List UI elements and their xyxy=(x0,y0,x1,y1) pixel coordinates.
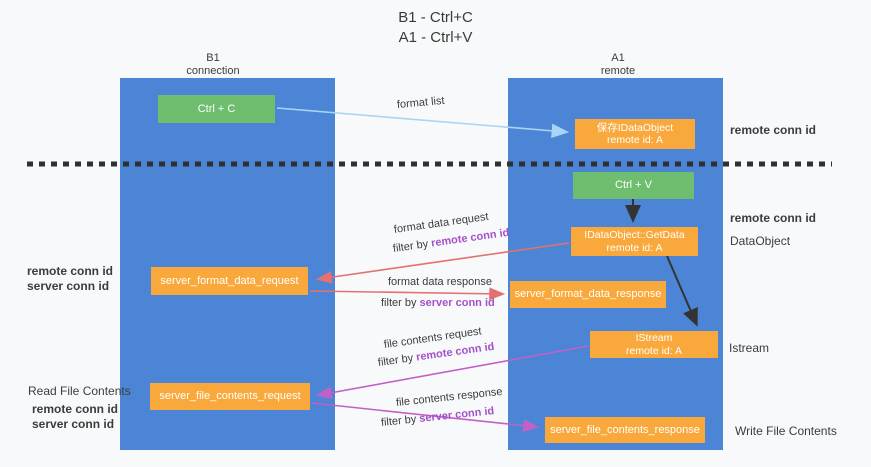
annotation-write-file-contents: Write File Contents xyxy=(735,424,837,438)
node-istream: IStream remote id: A xyxy=(590,331,718,358)
annotation-dataobject: DataObject xyxy=(730,234,791,248)
node-getdata-line1: IDataObject::GetData xyxy=(584,229,685,241)
lifeline-a1-subtitle: remote xyxy=(600,65,636,77)
node-ctrl-v-label: Ctrl + V xyxy=(615,179,652,191)
filter-by-text-3: filter by xyxy=(377,352,414,369)
annotation-left-remote-conn-id-1: remote conn id xyxy=(27,264,114,278)
filter-by-text-1: filter by xyxy=(392,238,429,255)
annotation-left-server-conn-id-2: server conn id xyxy=(32,417,115,431)
edge-label-filter-server-1: filter by server conn id xyxy=(381,297,495,309)
annotation-left-remote-conn-id-2: remote conn id xyxy=(32,402,119,416)
node-saved-idataobject-line2: remote id: A xyxy=(606,134,664,146)
diagram-title: B1 - Ctrl+C A1 - Ctrl+V xyxy=(0,8,871,48)
node-saved-idataobject: 保存IDataObject remote id: A xyxy=(575,119,695,149)
server-conn-id-text-1: server conn id xyxy=(419,297,495,309)
annotation-left-server-conn-id-1: server conn id xyxy=(27,279,110,293)
node-idataobject-getdata: IDataObject::GetData remote id: A xyxy=(571,227,698,256)
lifeline-a1-name: A1 xyxy=(611,52,625,64)
node-server-format-data-request: server_format_data_request xyxy=(151,267,308,295)
filter-by-text-2: filter by xyxy=(381,297,417,309)
node-saved-idataobject-line1: 保存IDataObject xyxy=(596,121,674,134)
node-istream-line1: IStream xyxy=(635,332,673,344)
node-getdata-line2: remote id: A xyxy=(606,241,663,254)
node-server-file-contents-response-label: server_file_contents_response xyxy=(550,423,700,436)
lifeline-header-b1: B1 connection xyxy=(153,52,273,78)
node-ctrl-c-label: Ctrl + C xyxy=(197,102,236,115)
edge-label-format-list: format list xyxy=(396,94,446,111)
lifeline-b1-subtitle: connection xyxy=(186,65,240,77)
lifeline-b1-name: B1 xyxy=(206,52,220,64)
edge-label-format-data-response: format data response xyxy=(388,276,492,288)
node-server-file-contents-request: server_file_contents_request xyxy=(150,383,310,410)
filter-by-text-4: filter by xyxy=(380,413,417,429)
node-server-format-data-response-label: server_format_data_response xyxy=(514,288,662,300)
node-ctrl-v: Ctrl + V xyxy=(573,172,694,199)
node-server-file-contents-request-label: server_file_contents_request xyxy=(159,390,301,402)
arrow-format-data-response xyxy=(309,287,506,301)
annotation-istream: Istream xyxy=(729,341,770,355)
lifeline-header-a1: A1 remote xyxy=(558,52,678,78)
server-conn-id-text-2: server conn id xyxy=(418,405,495,425)
node-istream-line2: remote id: A xyxy=(625,344,683,357)
node-ctrl-c: Ctrl + C xyxy=(158,95,275,123)
annotation-remote-conn-id-mid: remote conn id xyxy=(730,211,817,225)
node-server-file-contents-response: server_file_contents_response xyxy=(545,417,705,443)
annotation-remote-conn-id-top: remote conn id xyxy=(730,123,817,137)
node-server-format-data-request-label: server_format_data_request xyxy=(160,274,299,287)
annotation-read-file-contents: Read File Contents xyxy=(28,384,131,398)
title-line-1: B1 - Ctrl+C xyxy=(398,9,473,26)
remote-conn-id-text-1: remote conn id xyxy=(430,226,511,250)
node-server-format-data-response: server_format_data_response xyxy=(510,281,666,308)
title-line-2: A1 - Ctrl+V xyxy=(398,29,473,46)
